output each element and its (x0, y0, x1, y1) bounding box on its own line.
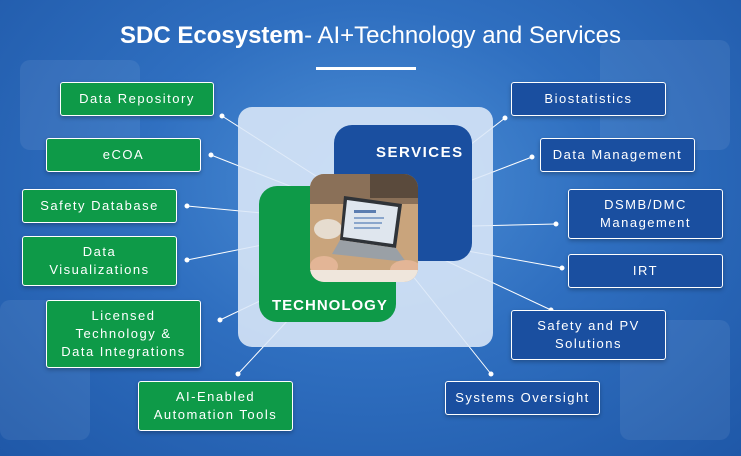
technology-item-data-repository: Data Repository (60, 82, 214, 116)
services-item-biostatistics: Biostatistics (511, 82, 666, 116)
services-item-systems-oversight: Systems Oversight (445, 381, 600, 415)
services-item-dsmb-dmc: DSMB/DMC Management (568, 189, 723, 239)
technology-item-ecoa: eCOA (46, 138, 201, 172)
page-title: SDC Ecosystem- AI+Technology and Service… (0, 22, 741, 50)
technology-label: TECHNOLOGY (272, 297, 388, 314)
laptop-photo (310, 174, 418, 282)
technology-item-safety-database: Safety Database (22, 189, 177, 223)
title-bold: SDC Ecosystem (120, 22, 305, 49)
title-underline (316, 67, 416, 70)
services-item-data-management: Data Management (540, 138, 695, 172)
title-rest: - AI+Technology and Services (304, 22, 621, 49)
services-item-irt: IRT (568, 254, 723, 288)
technology-item-ai-enabled-automation: AI-Enabled Automation Tools (138, 381, 293, 431)
services-label: SERVICES (376, 144, 464, 161)
technology-item-data-visualizations: Data Visualizations (22, 236, 177, 286)
services-item-safety-pv: Safety and PV Solutions (511, 310, 666, 360)
technology-item-licensed-technology: Licensed Technology & Data Integrations (46, 300, 201, 368)
